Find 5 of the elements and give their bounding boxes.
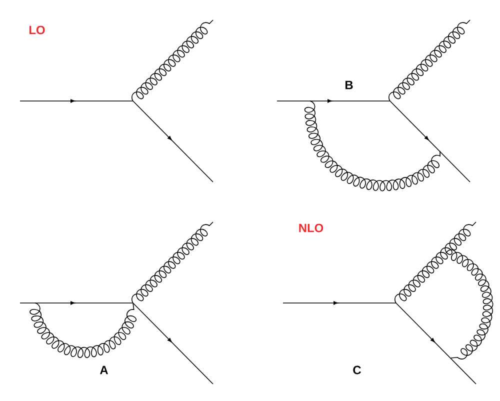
diagram-label: A <box>100 366 108 374</box>
diagram-label: LO <box>30 26 45 34</box>
diagram-label: C <box>353 366 361 374</box>
diagram-label: B <box>345 80 353 90</box>
diagram-label: NLO <box>299 224 324 232</box>
